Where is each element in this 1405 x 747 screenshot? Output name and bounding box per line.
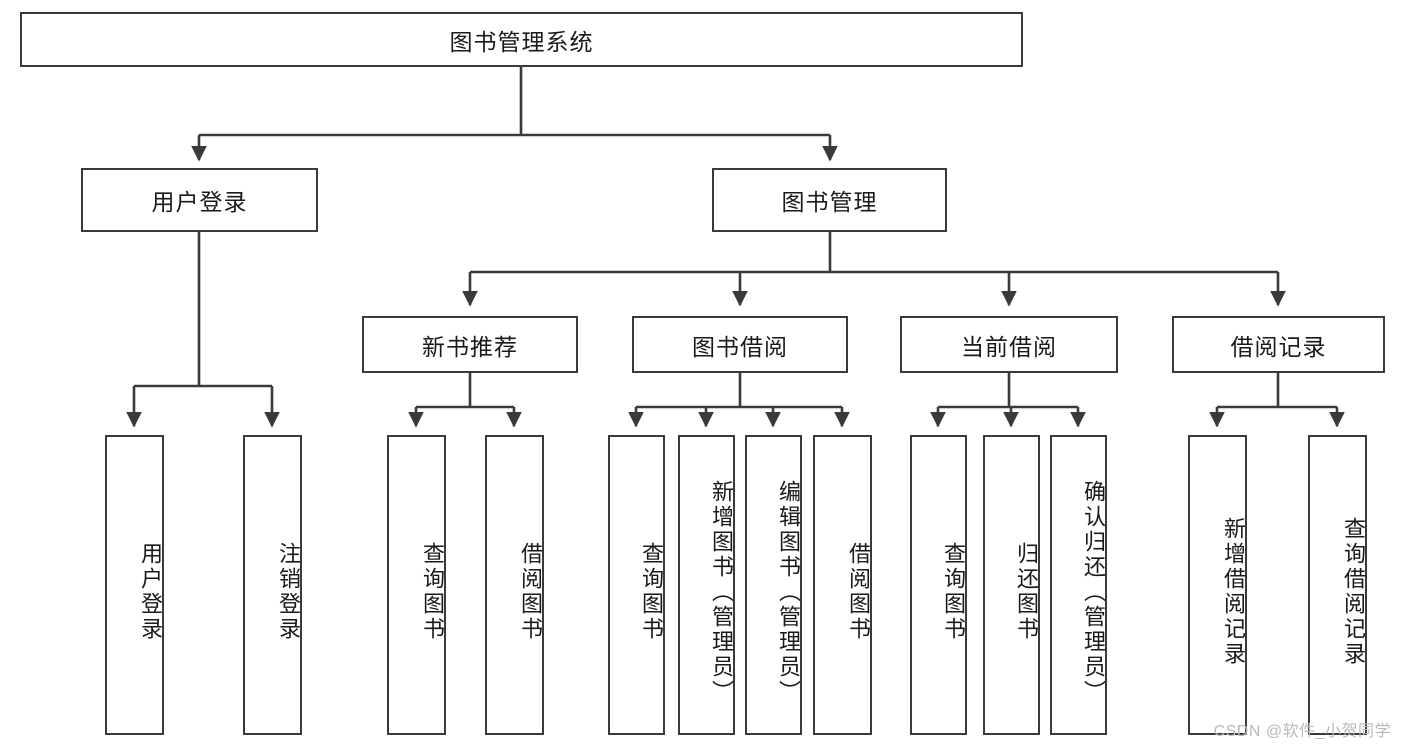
node-label: 查询图书 [941,542,966,642]
node-label: 图书借阅 [692,333,788,360]
node-label: 借阅图书 [518,542,543,642]
node-label: 新增图书（管理员） [709,479,734,705]
node-label: 确认归还（管理员） [1081,479,1106,705]
level3-node-新书推荐[interactable]: 新书推荐 [362,316,578,373]
leaf-node-归还图书[interactable]: 归还图书 [983,435,1040,735]
node-label: 图书管理 [781,189,878,215]
leaf-node-借阅图书[interactable]: 借阅图书 [485,435,544,735]
level3-node-当前借阅[interactable]: 当前借阅 [900,316,1118,373]
node-label: 注销登录 [276,542,301,642]
leaf-node-新增图书管理员[interactable]: 新增图书（管理员） [678,435,735,735]
node-label: 查询图书 [639,542,664,642]
level2-node-图书管理[interactable]: 图书管理 [712,168,947,232]
leaf-node-查询图书[interactable]: 查询图书 [608,435,665,735]
node-label: 当前借阅 [961,333,1057,360]
node-label: 借阅图书 [846,542,871,642]
leaf-node-新增借阅记录[interactable]: 新增借阅记录 [1188,435,1247,735]
node-label: 用户登录 [138,542,163,642]
leaf-node-用户登录[interactable]: 用户登录 [105,435,164,735]
leaf-node-查询图书[interactable]: 查询图书 [910,435,967,735]
leaf-node-编辑图书管理员[interactable]: 编辑图书（管理员） [745,435,802,735]
level3-node-图书借阅[interactable]: 图书借阅 [632,316,848,373]
root-node-图书管理系统[interactable]: 图书管理系统 [20,12,1023,67]
node-label: 查询图书 [420,542,445,642]
node-label: 新增借阅记录 [1221,517,1246,667]
leaf-node-借阅图书[interactable]: 借阅图书 [813,435,872,735]
watermark-text: CSDN @软件_小贺同学 [1213,723,1391,740]
node-label: 图书管理系统 [449,28,594,55]
node-label: 归还图书 [1014,542,1039,642]
node-label: 用户登录 [151,189,248,215]
node-label: 借阅记录 [1230,333,1327,360]
leaf-node-查询借阅记录[interactable]: 查询借阅记录 [1308,435,1367,735]
level3-node-借阅记录[interactable]: 借阅记录 [1172,316,1385,373]
node-label: 查询借阅记录 [1341,517,1366,667]
leaf-node-查询图书[interactable]: 查询图书 [387,435,446,735]
leaf-node-确认归还管理员[interactable]: 确认归还（管理员） [1050,435,1107,735]
level2-node-用户登录[interactable]: 用户登录 [81,168,318,232]
node-label: 编辑图书（管理员） [776,479,801,705]
node-label: 新书推荐 [422,333,518,360]
leaf-node-注销登录[interactable]: 注销登录 [243,435,302,735]
